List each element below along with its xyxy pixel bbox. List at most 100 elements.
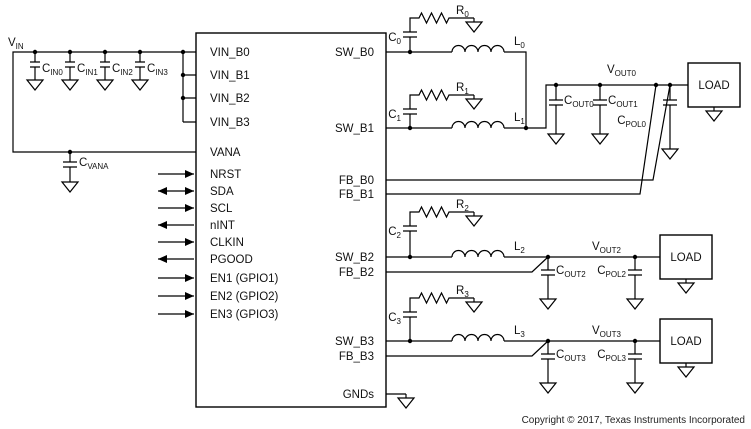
junction-dot	[407, 338, 413, 344]
pin-label-fb-b1: FB_B1	[339, 189, 374, 201]
junction-dot	[32, 49, 38, 55]
ground-icon	[547, 129, 565, 145]
snubber-b1	[403, 88, 483, 128]
junction-dots	[32, 49, 673, 344]
wire-fb-b0	[386, 84, 671, 181]
load-box	[687, 62, 741, 108]
load-block-0: LOAD	[687, 62, 741, 122]
wire-vout0-rail	[504, 84, 688, 129]
ground-icon	[626, 294, 644, 310]
cpol0-label: CPOL0	[617, 115, 646, 129]
capacitor-cpol0	[661, 85, 679, 160]
pin-label-fb-b3: FB_B3	[339, 351, 374, 363]
capacitor-c2	[403, 211, 417, 257]
wire-fb-b1	[386, 84, 657, 195]
ground-icon	[465, 17, 483, 33]
r3-label: R3	[456, 285, 469, 299]
ground-icon	[626, 378, 644, 394]
wire-l0-out	[504, 51, 527, 128]
ground-icon	[96, 75, 114, 91]
capacitor-cvana	[61, 152, 79, 193]
ground-icon	[26, 75, 44, 91]
vin-label: VIN	[8, 37, 24, 51]
capacitor-cin2	[96, 52, 114, 91]
load-block-3: LOAD	[659, 318, 713, 378]
ground-icon	[465, 211, 483, 227]
resistor-r3	[416, 291, 474, 305]
cpol2-label: CPOL2	[597, 265, 626, 279]
ground-icon	[677, 362, 695, 378]
cin0-label: CIN0	[42, 63, 63, 77]
ground-icon	[465, 94, 483, 110]
junction-dot	[597, 82, 603, 88]
junction-dot	[632, 338, 638, 344]
capacitor-c3	[403, 297, 417, 341]
pin-label-sw-b0: SW_B0	[335, 47, 374, 59]
resistor-r1	[416, 88, 474, 102]
pin-label-fb-b0: FB_B0	[339, 175, 374, 187]
capacitor-cin1	[61, 52, 79, 91]
cout3-label: COUT3	[556, 349, 586, 363]
pin-label-scl: SCL	[210, 203, 233, 215]
cout2-label: COUT2	[556, 265, 586, 279]
load-block-2: LOAD	[659, 234, 713, 294]
pin-label-nrst: NRST	[210, 169, 241, 181]
pin-label-gnds: GNDs	[343, 389, 375, 401]
capacitor-cin3	[131, 52, 149, 91]
c0-label: C0	[388, 32, 401, 46]
ground-icon	[61, 177, 79, 193]
junction-dot	[180, 95, 186, 101]
cvana-label: CVANA	[79, 157, 109, 171]
c1-label: C1	[388, 109, 401, 123]
inductor-l3	[451, 333, 505, 342]
pin-label-nint: nINT	[210, 220, 235, 232]
ground-icon	[591, 129, 609, 145]
junction-dot	[180, 49, 186, 55]
r0-label: R0	[456, 5, 469, 19]
junction-dot	[180, 72, 186, 78]
pin-label-vin-b3: VIN_B3	[210, 117, 250, 129]
pin-label-vin-b1: VIN_B1	[210, 70, 250, 82]
cin1-label: CIN1	[77, 63, 98, 77]
ground-icon	[661, 144, 679, 160]
resistor-r2	[416, 205, 474, 219]
capacitor-c1	[403, 94, 417, 128]
junction-dot	[545, 338, 551, 344]
load-box	[659, 318, 713, 364]
junction-dot	[102, 49, 108, 55]
inductor-l0	[451, 44, 505, 53]
ground-icon	[539, 378, 557, 394]
pin-label-en3: EN3 (GPIO3)	[210, 309, 279, 321]
l3-label: L3	[514, 325, 525, 339]
cin2-label: CIN2	[112, 63, 133, 77]
ground-icon	[539, 294, 557, 310]
l0-label: L0	[514, 36, 525, 50]
capacitor-cpol2	[626, 257, 644, 310]
junction-dot	[632, 254, 638, 260]
r2-label: R2	[456, 199, 469, 213]
capacitor-cout0	[547, 85, 565, 145]
ground-icon	[465, 297, 483, 313]
ground-icon	[705, 106, 723, 122]
pin-label-pgood: PGOOD	[210, 254, 253, 266]
ground-icon	[61, 75, 79, 91]
cin3-label: CIN3	[147, 63, 168, 77]
pin-label-vin-b2: VIN_B2	[210, 93, 250, 105]
junction-dot	[67, 149, 73, 155]
junction-dot	[667, 82, 673, 88]
component-labels: VIN CIN0 CIN1 CIN2 CIN3 CVANA C0 C1 C2 C…	[8, 5, 647, 363]
wire-fb-b2	[386, 256, 549, 273]
inductor-l2	[451, 249, 505, 258]
l1-label: L1	[514, 112, 525, 126]
c2-label: C2	[388, 226, 401, 240]
ground-icon	[677, 278, 695, 294]
load-label: LOAD	[670, 336, 701, 348]
gnds-ground-icon	[397, 393, 415, 409]
capacitor-cout2	[539, 257, 557, 310]
cpol3-label: CPOL3	[597, 349, 626, 363]
junction-dot	[545, 254, 551, 260]
pin-label-sw-b2: SW_B2	[335, 252, 374, 264]
junction-dot	[137, 49, 143, 55]
ic-left-pin-labels: VIN_B0 VIN_B1 VIN_B2 VIN_B3 VANA NRST SD…	[210, 47, 279, 321]
